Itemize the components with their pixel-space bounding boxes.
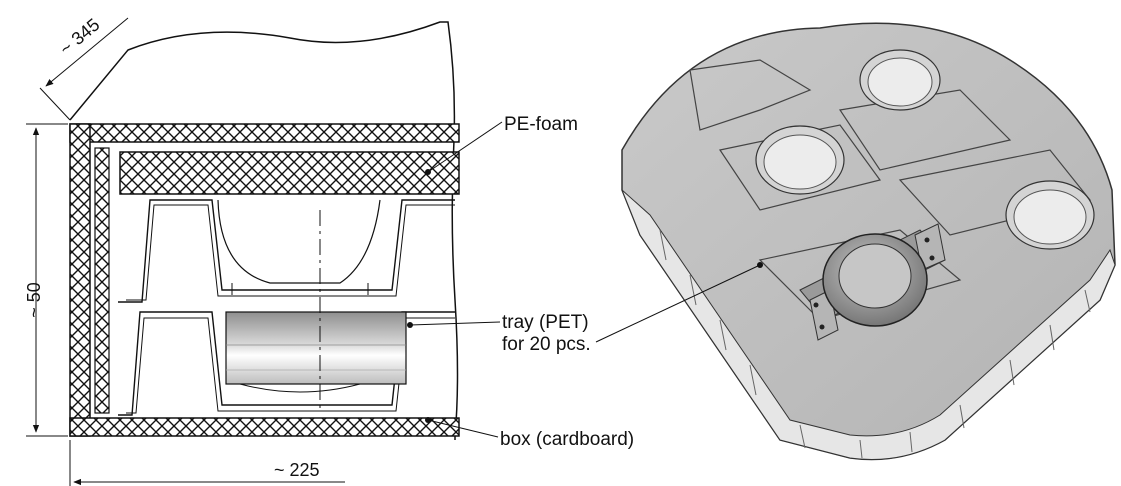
tray-label-line2: for 20 pcs. (502, 334, 591, 355)
pe-foam-block (119, 151, 460, 195)
box-left-wall (69, 123, 91, 437)
render-leader (595, 264, 761, 343)
lower-part (225, 311, 407, 385)
pe-foam-label: PE-foam (504, 114, 578, 135)
box-top-wall (69, 123, 460, 143)
box-leader (427, 419, 499, 438)
box-label: box (cardboard) (500, 429, 634, 450)
placed-part (799, 223, 946, 341)
pe-foam-leader (427, 121, 503, 173)
width-dimension: ~ 225 (69, 440, 345, 486)
break-outline (69, 21, 459, 440)
section-drawing: ~ 50 ~ 225 ~ 345 PE-foam tray (PET) for … (24, 14, 634, 486)
upper-part (217, 199, 381, 284)
width-label: ~ 225 (274, 460, 320, 480)
box-bottom-wall (69, 417, 460, 437)
front-ribs (659, 229, 1091, 459)
tray-render (595, 22, 1116, 461)
tray-leader (409, 321, 501, 326)
height-label: ~ 50 (24, 282, 44, 318)
height-dimension: ~ 50 (24, 123, 68, 437)
foam-left-strip (94, 147, 110, 414)
tray-label-line1: tray (PET) (502, 312, 589, 333)
upper-tray (118, 199, 455, 303)
depth-label: ~ 345 (56, 14, 104, 59)
